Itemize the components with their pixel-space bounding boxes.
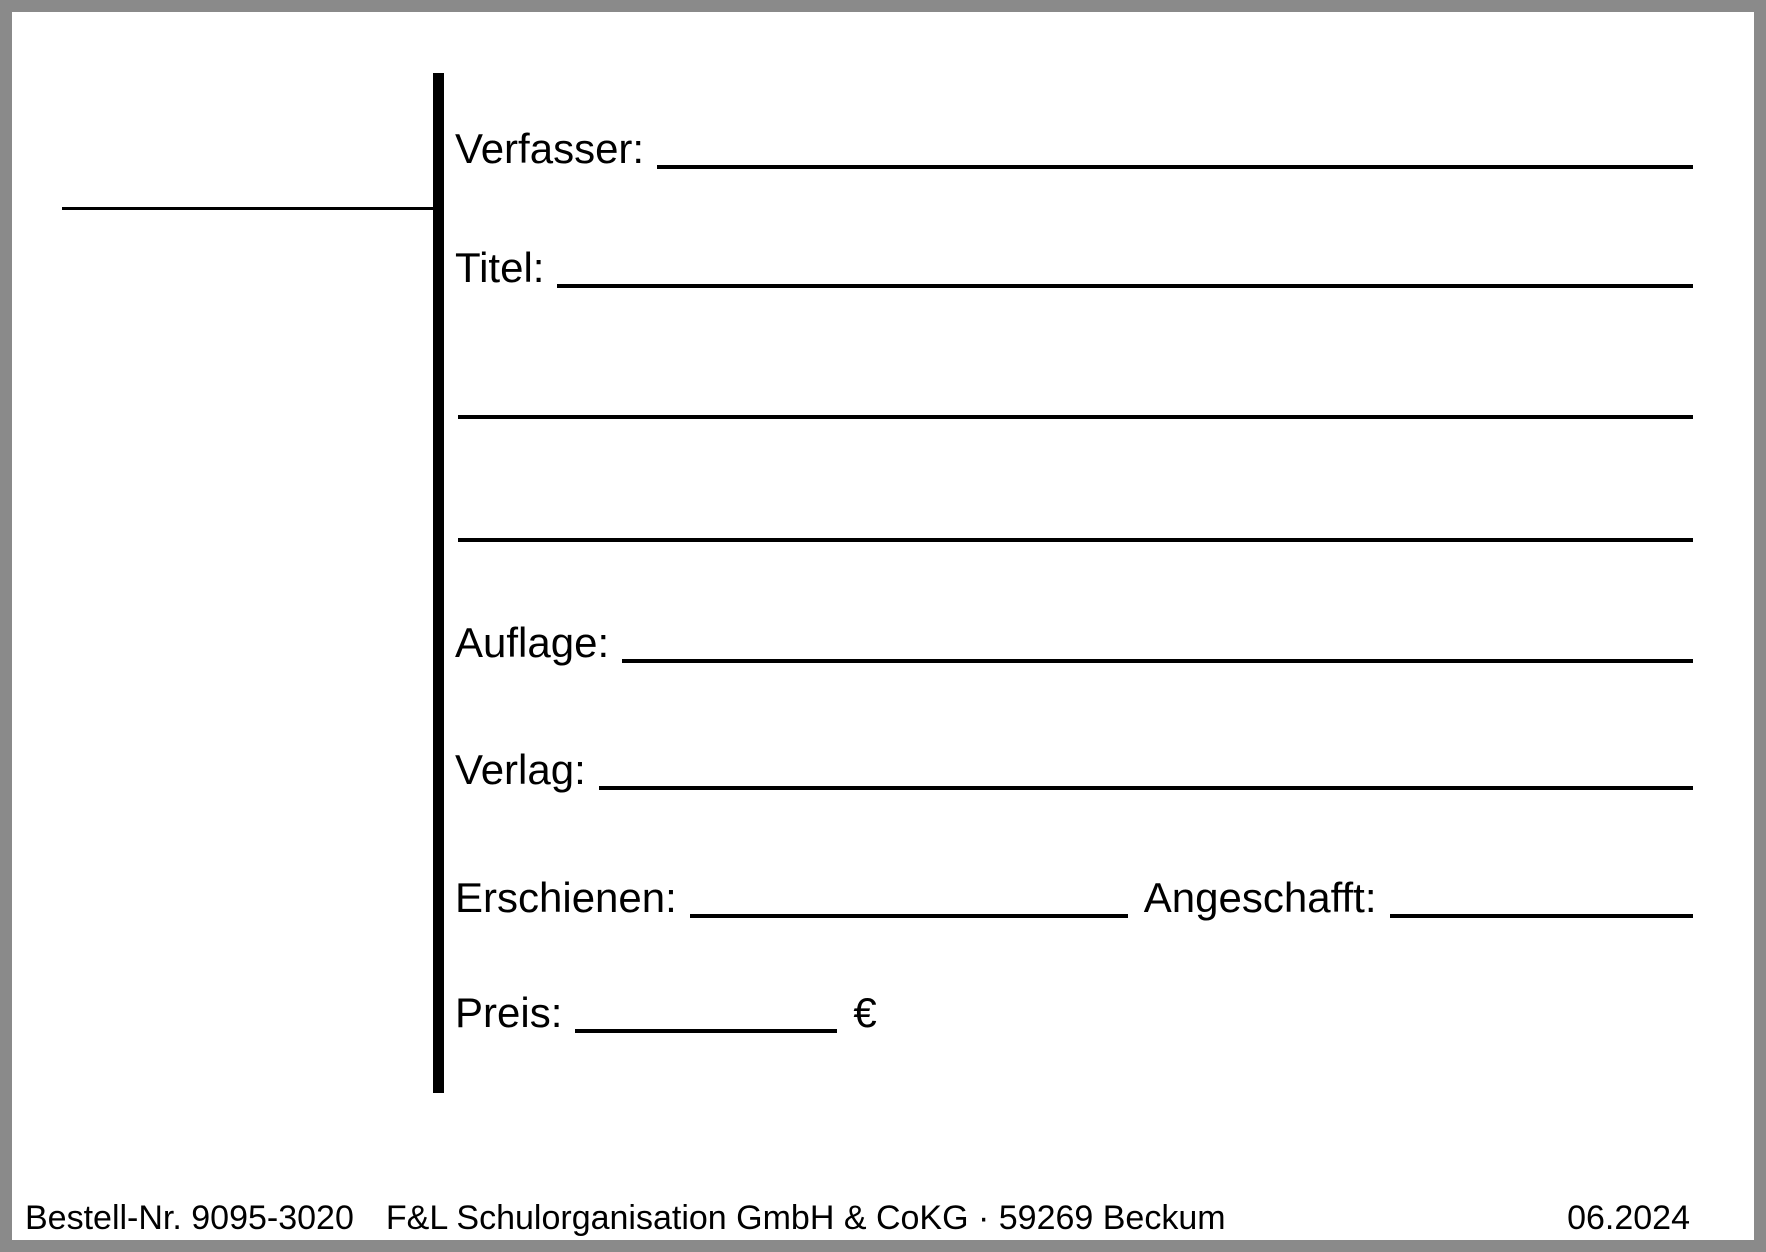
verlag-label: Verlag: <box>455 746 586 793</box>
field-row-verlag: Verlag: <box>455 746 1693 794</box>
field-row-preis: Preis: € <box>455 989 1693 1037</box>
titel-label: Titel: <box>455 244 545 291</box>
verlag-fill-line <box>598 786 1693 790</box>
field-row-titel: Titel: <box>455 244 1693 292</box>
preis-label: Preis: <box>455 989 563 1036</box>
edition-date: 06.2024 <box>1567 1199 1690 1237</box>
erschienen-label: Erschienen: <box>455 874 677 921</box>
company-name: F&L Schulorganisation GmbH & CoKG · 5926… <box>385 1199 1226 1237</box>
field-row-erschienen-angeschafft: Erschienen: Angeschafft: <box>455 874 1693 922</box>
angeschafft-fill-line <box>1389 914 1693 918</box>
footer: Bestell-Nr. 9095-3020 F&L Schulorganisat… <box>25 1196 1690 1240</box>
angeschafft-label: Angeschafft: <box>1143 874 1377 921</box>
field-row-auflage: Auflage: <box>455 619 1693 667</box>
verfasser-label: Verfasser: <box>455 125 645 172</box>
titel-continuation-line-1 <box>458 415 1693 419</box>
titel-continuation-line-2 <box>458 538 1693 542</box>
order-number: Bestell-Nr. 9095-3020 <box>25 1199 354 1237</box>
preis-fill-line <box>575 1029 838 1033</box>
headword-line <box>62 207 433 210</box>
field-row-verfasser: Verfasser: <box>455 125 1693 173</box>
library-index-card: Verfasser: Titel: Auflage: Verlag: Ersch… <box>12 12 1754 1240</box>
erschienen-fill-line <box>689 914 1128 918</box>
auflage-label: Auflage: <box>455 619 610 666</box>
euro-symbol: € <box>853 989 877 1036</box>
titel-fill-line <box>557 284 1693 288</box>
auflage-fill-line <box>622 659 1693 663</box>
card-divider-bar <box>433 73 444 1093</box>
verfasser-fill-line <box>657 165 1693 169</box>
